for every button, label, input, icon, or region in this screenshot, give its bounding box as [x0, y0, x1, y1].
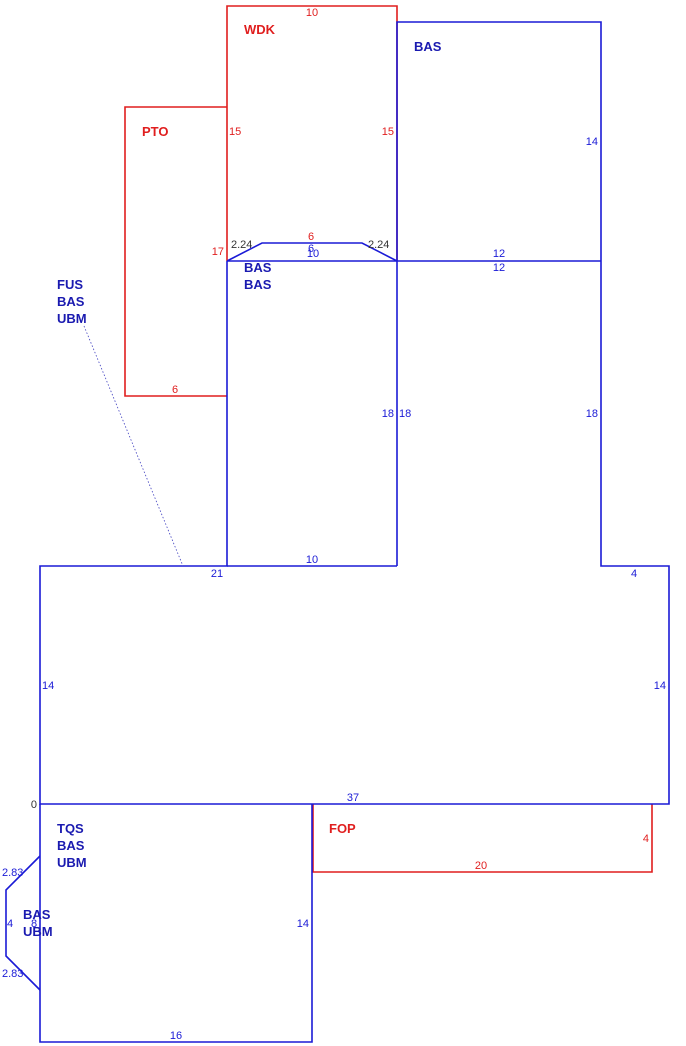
fus-label: FUS	[57, 277, 83, 292]
dim-lower-bottom: 16	[170, 1030, 182, 1042]
dim-bas-bottom-b: 12	[493, 262, 505, 274]
bas-center-label-2: BAS	[244, 277, 272, 292]
dim-bay-inner: 8	[31, 918, 37, 930]
dim-bay-bottom: 2.83	[2, 968, 23, 980]
main-building-outline	[39, 21, 670, 805]
dim-chamfer-right: 2.24	[368, 239, 389, 251]
fop-label: FOP	[329, 821, 356, 836]
dim-center-right-a: 18	[382, 408, 394, 420]
dim-wdk-top: 10	[306, 7, 318, 19]
dim-right-wing-right: 18	[586, 408, 598, 420]
dim-main-left: 14	[42, 680, 54, 692]
dim-pto-left: 17	[212, 246, 224, 258]
dim-main-top-left: 21	[211, 568, 223, 580]
dim-wdk-bottom: 6	[308, 231, 314, 243]
wdk-outline	[226, 5, 398, 261]
tqs-bas-label: BAS	[57, 838, 85, 853]
dim-center-right-b: 18	[399, 408, 411, 420]
pto-outline	[124, 106, 227, 397]
dim-pto-bottom: 6	[172, 384, 178, 396]
dim-fop-right: 4	[643, 833, 649, 845]
dim-chamfer-mid: 6	[308, 243, 314, 255]
dim-center-bottom: 10	[306, 554, 318, 566]
bay-bas-label: BAS	[23, 907, 51, 922]
origin-marker: 0	[31, 799, 37, 811]
wdk-label: WDK	[244, 22, 276, 37]
dim-main-bottom: 37	[347, 792, 359, 804]
chamfer-bump	[226, 242, 398, 262]
fus-ubm-label: UBM	[57, 311, 87, 326]
dim-wdk-left: 15	[229, 126, 241, 138]
dim-main-right: 14	[654, 680, 666, 692]
dim-bay-top: 2.83	[2, 867, 23, 879]
dim-bas-right: 14	[586, 136, 598, 148]
pto-label: PTO	[142, 124, 169, 139]
bas-top-right-label: BAS	[414, 39, 442, 54]
dim-bas-bottom-a: 12	[493, 248, 505, 260]
dim-bay-left: 4	[7, 918, 13, 930]
dim-fop-bottom: 20	[475, 860, 487, 872]
dim-main-top-right: 4	[631, 568, 637, 580]
dim-lower-right: 14	[297, 918, 309, 930]
bay-outline	[5, 855, 41, 991]
tqs-ubm-label: UBM	[57, 855, 87, 870]
dim-center-top: 10	[307, 248, 319, 260]
fus-leader-line	[83, 325, 184, 567]
dim-wdk-right: 15	[382, 126, 394, 138]
bas-center-label-1: BAS	[244, 260, 272, 275]
fus-bas-label: BAS	[57, 294, 85, 309]
lower-wing-outline	[39, 804, 313, 1043]
bay-ubm-label: UBM	[23, 924, 53, 939]
fop-outline	[312, 804, 653, 873]
dim-chamfer-left: 2.24	[231, 239, 252, 251]
tqs-label: TQS	[57, 821, 84, 836]
